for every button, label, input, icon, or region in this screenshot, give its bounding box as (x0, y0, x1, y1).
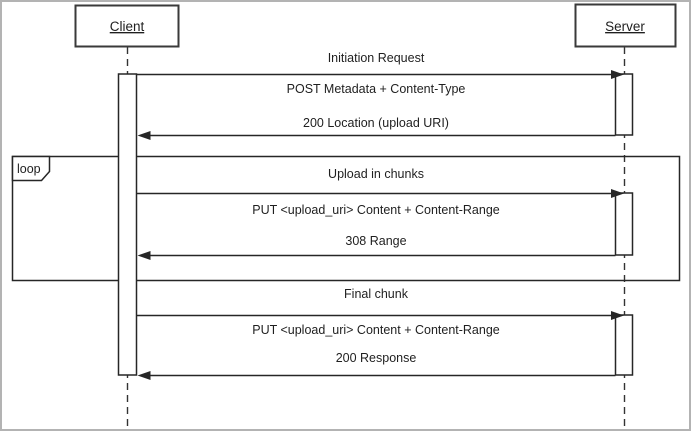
loop-fragment-pentagon (11, 155, 51, 182)
request-arrowhead-1 (611, 70, 624, 79)
server-actor-box (574, 3, 677, 48)
server-actor-label: Server (605, 19, 645, 34)
section-3-title: Final chunk (344, 287, 409, 301)
section-2-request-label: PUT <upload_uri> Content + Content-Range (252, 203, 500, 217)
loop-fragment-border (11, 155, 681, 282)
request-arrowhead-3 (611, 311, 624, 320)
section-3-response-label: 200 Response (336, 351, 417, 365)
section-2-title: Upload in chunks (328, 167, 424, 181)
section-1-title: Initiation Request (328, 51, 425, 65)
client-actor-label: Client (110, 19, 145, 34)
section-1-response-label: 200 Location (upload URI) (303, 116, 449, 130)
response-arrowhead-1 (137, 131, 151, 140)
response-arrowhead-2 (137, 251, 151, 260)
server-activation-bar-2 (614, 192, 634, 256)
section-3-request-label: PUT <upload_uri> Content + Content-Range (252, 323, 500, 337)
section-2-response-label: 308 Range (345, 234, 406, 248)
response-arrowhead-3 (137, 371, 151, 380)
request-arrowhead-2 (611, 189, 624, 198)
section-1-request-label: POST Metadata + Content-Type (287, 82, 466, 96)
client-actor-box (74, 4, 180, 48)
loop-fragment-label: loop (17, 162, 41, 176)
server-activation-bar-1 (614, 73, 634, 136)
client-activation-bar (117, 73, 138, 376)
server-activation-bar-3 (614, 314, 634, 376)
